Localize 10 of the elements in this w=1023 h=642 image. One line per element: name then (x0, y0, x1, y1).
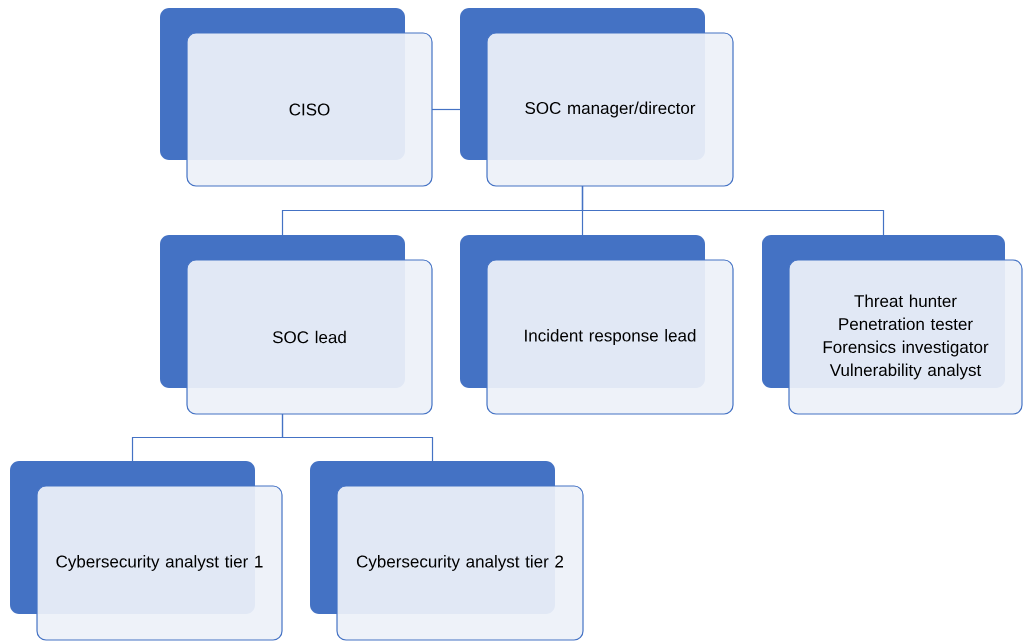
role-box: Cybersecurity analyst tier 1 (10, 461, 283, 641)
role-box: SOC lead (160, 235, 433, 415)
role-box: Incident response lead (460, 235, 734, 415)
role-box: SOC manager/director (460, 8, 734, 187)
connector-line (431, 108, 461, 111)
role-box: Threat hunter Penetration tester Forensics investigator Vulnerability analyst (762, 235, 1023, 415)
role-box: Cybersecurity analyst tier 2 (310, 461, 584, 641)
role-box: CISO (160, 8, 433, 187)
connector-line (281, 413, 434, 462)
connector-line (581, 185, 885, 236)
